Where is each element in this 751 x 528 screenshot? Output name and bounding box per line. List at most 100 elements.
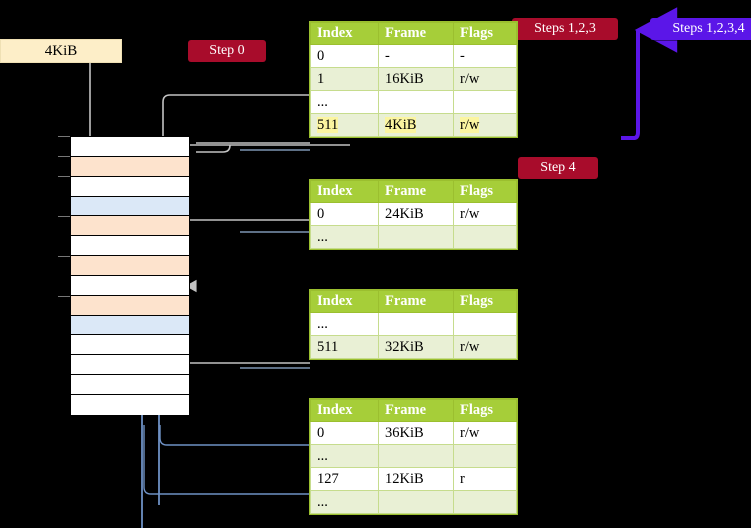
wire-steps-bracket [621, 7, 678, 140]
cell-frame [378, 444, 454, 468]
column-header-frame: Frame [378, 180, 454, 203]
table-row[interactable]: ... [310, 312, 517, 336]
column-header-flags: Flags [453, 290, 517, 313]
memory-frame-row[interactable] [71, 295, 189, 316]
cell-frame: 24KiB [378, 202, 454, 226]
memory-frame-row[interactable] [71, 375, 189, 395]
wire-table2-to-memory [178, 219, 310, 261]
memory-frame-row[interactable] [71, 196, 189, 217]
cell-flags: r/w [453, 335, 517, 359]
cell-flags: r/w [453, 202, 517, 226]
badge-step-4[interactable]: Step 4 [518, 157, 598, 179]
cell-index: 0 [310, 44, 379, 68]
memory-frame-row[interactable] [71, 156, 189, 177]
cell-index: ... [310, 490, 379, 514]
cell-flags: r/w [453, 67, 517, 91]
memory-frame-row[interactable] [71, 394, 189, 415]
wire-blue-table-underlines [240, 149, 310, 369]
memory-frame-row[interactable] [71, 236, 189, 257]
column-header-frame: Frame [378, 399, 454, 422]
cell-flags [453, 312, 517, 336]
badge-step-0[interactable]: Step 0 [188, 40, 266, 62]
table-row[interactable]: ... [310, 444, 517, 468]
memory-frame-row[interactable] [71, 275, 189, 296]
physical-memory-column[interactable] [70, 136, 190, 415]
table-row[interactable]: ... [310, 90, 517, 114]
memory-frame-row[interactable] [71, 335, 189, 356]
cell-frame: 12KiB [378, 467, 454, 491]
cell-flags: - [453, 44, 517, 68]
column-header-frame: Frame [378, 290, 454, 313]
badge-steps-1-2-3-4[interactable]: Steps 1,2,3,4 [650, 18, 751, 40]
memory-frame-row[interactable] [71, 355, 189, 376]
wire-memory-to-table3 [178, 279, 310, 364]
memory-frame-row[interactable] [71, 315, 189, 336]
cell-frame [378, 225, 454, 249]
column-header-index: Index [310, 22, 379, 45]
cell-frame: 36KiB [378, 421, 454, 445]
memory-frame-row[interactable] [71, 137, 189, 157]
cell-index: 127 [310, 467, 379, 491]
cell-frame: 4KiB [378, 113, 454, 137]
cell-flags [453, 490, 517, 514]
cell-index: 1 [310, 67, 379, 91]
cell-frame [378, 312, 454, 336]
cell-flags: r/w [453, 113, 517, 137]
table-row[interactable]: ... [310, 225, 517, 249]
memory-tick [58, 256, 72, 257]
wire-memory-to-table2 [190, 144, 350, 153]
memory-size-label: 4KiB [0, 39, 122, 63]
cell-frame [378, 490, 454, 514]
column-header-index: Index [310, 290, 379, 313]
cell-frame: - [378, 44, 454, 68]
memory-tick [58, 176, 72, 177]
memory-frame-row[interactable] [71, 256, 189, 276]
cell-flags: r [453, 467, 517, 491]
cell-flags: r/w [453, 421, 517, 445]
column-header-index: Index [310, 399, 379, 422]
cell-index: ... [310, 312, 379, 336]
cell-flags [453, 225, 517, 249]
memory-tick [58, 296, 72, 297]
cell-frame: 32KiB [378, 335, 454, 359]
cell-frame [378, 90, 454, 114]
cell-index: 0 [310, 202, 379, 226]
column-header-flags: Flags [453, 399, 517, 422]
cell-index: ... [310, 90, 379, 114]
wire-table4-row127 [143, 425, 310, 495]
memory-tick [58, 216, 72, 217]
memory-frame-row[interactable] [71, 176, 189, 197]
wire-table4-row0 [159, 425, 310, 446]
memory-tick [58, 156, 72, 157]
cell-index: 511 [310, 113, 379, 137]
cell-index: 511 [310, 335, 379, 359]
column-header-flags: Flags [453, 22, 517, 45]
cell-index: ... [310, 225, 379, 249]
table-row[interactable]: ... [310, 490, 517, 514]
cell-flags [453, 90, 517, 114]
cell-frame: 16KiB [378, 67, 454, 91]
table-row[interactable]: 0-- [310, 44, 517, 68]
column-header-frame: Frame [378, 22, 454, 45]
memory-frame-row[interactable] [71, 216, 189, 237]
column-header-flags: Flags [453, 180, 517, 203]
cell-flags [453, 444, 517, 468]
cell-index: 0 [310, 421, 379, 445]
column-header-index: Index [310, 180, 379, 203]
badge-steps-1-2-3[interactable]: Steps 1,2,3 [512, 18, 618, 40]
